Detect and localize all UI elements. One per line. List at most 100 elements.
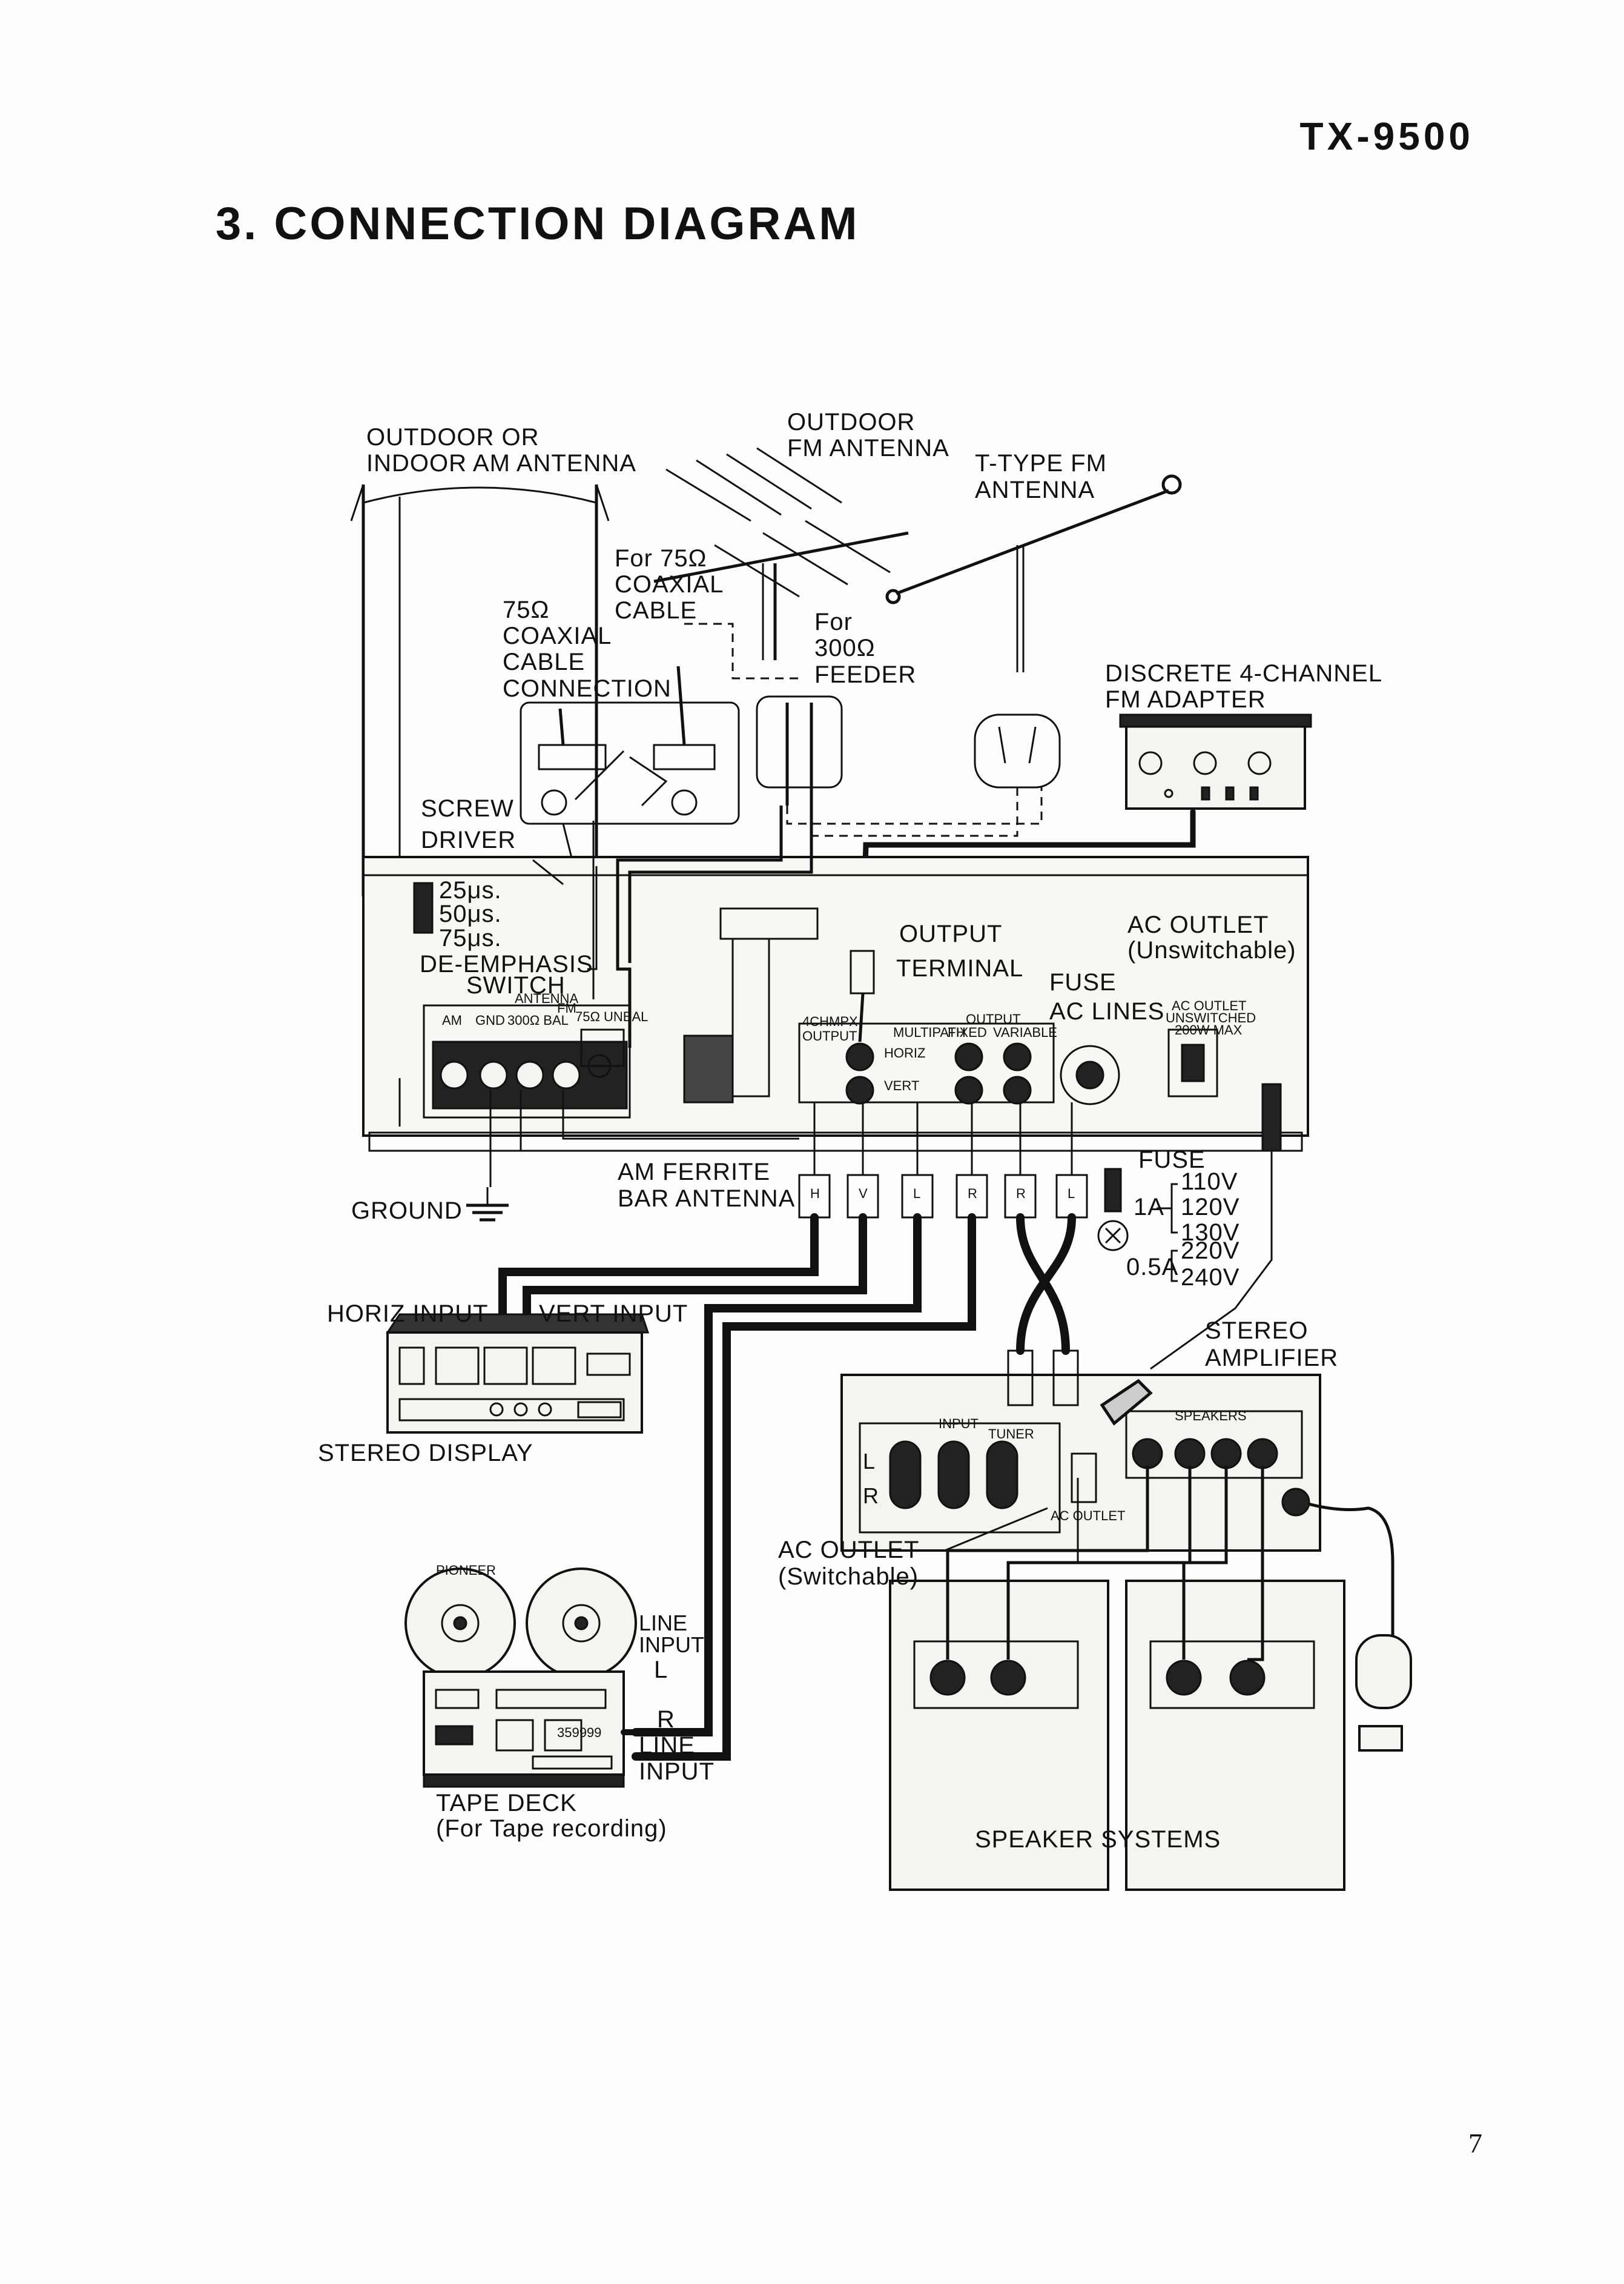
panel-label-variable: VARIABLE [993, 1025, 1057, 1040]
label-line-in-l-1: LINE [639, 1610, 687, 1635]
label-tape-2: (For Tape recording) [436, 1815, 667, 1842]
label-acout-sw-1: AC OUTLET [778, 1537, 919, 1563]
tape-deck [404, 1567, 639, 1788]
plug-label-r2: R [1016, 1186, 1026, 1201]
label-fuse-05a: 0.5A [1126, 1254, 1178, 1280]
label-aclines: AC LINES [1049, 998, 1164, 1025]
panel-label-vert: VERT [884, 1078, 919, 1093]
amp-label-input: INPUT [939, 1416, 979, 1431]
amp-label-speakers: SPEAKERS [1175, 1408, 1247, 1423]
label-ferrite-2: BAR ANTENNA [618, 1185, 795, 1212]
panel-label-acout-1: AC OUTLET [1172, 998, 1246, 1013]
page-title: 3. CONNECTION DIAGRAM [216, 198, 860, 250]
label-line-in-r-2: LINE [639, 1732, 695, 1759]
panel-label-fm: FM [557, 1001, 576, 1016]
panel-label-300: 300Ω BAL [507, 1013, 569, 1028]
label-fuse-130: 130V [1181, 1219, 1239, 1246]
label-fuse-1a: 1A [1134, 1194, 1164, 1220]
label-for75-2: COAXIAL [615, 571, 724, 598]
panel-label-acout-3: 200W MAX [1175, 1022, 1243, 1038]
label-screw-1: SCREW [421, 795, 514, 822]
label-am-antenna-1: OUTDOOR OR [366, 424, 540, 451]
label-ttype-1: T-TYPE FM [975, 450, 1107, 477]
panel-label-4ch: 4CHMPX [802, 1014, 858, 1029]
amp-label-l: L [863, 1449, 875, 1474]
antenna-wires [398, 806, 813, 1187]
label-stereo-amp-1: STEREO [1205, 1317, 1308, 1344]
t-type-fm-antenna [885, 474, 1182, 672]
label-deemph-1: 25μs. [439, 877, 502, 904]
label-speakers: SPEAKER SYSTEMS [975, 1826, 1221, 1853]
label-deemph-4: DE-EMPHASIS [420, 951, 593, 978]
outdoor-fm-antenna [653, 447, 909, 660]
label-line-in-l-3: L [654, 1657, 668, 1683]
panel-label-acout-2: UNSWITCHED [1166, 1010, 1256, 1025]
label-deemph-5: SWITCH [466, 972, 566, 999]
label-ferrite-1: AM FERRITE [618, 1159, 770, 1185]
panel-label-fixed: FIXED [948, 1025, 987, 1040]
label-fuse-120: 120V [1181, 1194, 1239, 1220]
page-number: 7 [1468, 2128, 1482, 2159]
label-acout-2: (Unswitchable) [1127, 937, 1296, 964]
label-line-in-r-3: INPUT [639, 1758, 715, 1785]
signal-cables [498, 1213, 1076, 1761]
label-stereo-display: STEREO DISPLAY [318, 1440, 533, 1466]
model-number: TX-9500 [1299, 114, 1474, 158]
label-for75-3: CABLE [615, 597, 697, 624]
label-screw-2: DRIVER [421, 827, 516, 853]
stereo-display-unit [386, 1313, 650, 1434]
plug-label-h: H [810, 1186, 820, 1201]
label-ground: GROUND [351, 1197, 463, 1224]
panel-label-antenna: ANTENNA [515, 991, 578, 1006]
label-coax-3: CABLE [503, 649, 585, 675]
plug-label-l1: L [913, 1186, 920, 1201]
label-coax-1: 75Ω [503, 597, 549, 623]
panel-label-output: OUTPUT [966, 1011, 1020, 1027]
amp-label-acout: AC OUTLET [1051, 1508, 1125, 1523]
label-output-2: TERMINAL [896, 955, 1023, 982]
label-adapter-2: FM ADAPTER [1105, 686, 1266, 713]
rca-plugs [798, 1083, 1282, 1370]
label-fm-antenna-1: OUTDOOR [787, 409, 915, 435]
tape-brand-logo: PIONEER [436, 1563, 496, 1578]
label-acout-1: AC OUTLET [1127, 912, 1269, 938]
label-fm-antenna-2: FM ANTENNA [787, 435, 949, 462]
panel-label-4ch-out: OUTPUT [802, 1028, 857, 1044]
label-for300-1: For [814, 609, 853, 635]
label-vert-input: VERT INPUT [539, 1300, 688, 1327]
coax-connection-inset [520, 666, 740, 873]
label-tape-1: TAPE DECK [436, 1790, 577, 1816]
ground-symbol [466, 1187, 509, 1222]
label-fuse-240: 240V [1181, 1264, 1239, 1291]
panel-label-75: 75Ω UNBAL [575, 1009, 648, 1024]
panel-label-gnd: GND [475, 1013, 505, 1028]
label-output-1: OUTPUT [899, 921, 1002, 947]
panel-label-am: AM [442, 1013, 462, 1028]
amp-label-r: R [863, 1483, 879, 1508]
label-adapter-1: DISCRETE 4-CHANNEL [1105, 660, 1382, 687]
label-deemph-3: 75μs. [439, 925, 502, 952]
label-fuse-top: FUSE [1049, 969, 1117, 996]
label-fuse-110: 110V [1181, 1168, 1238, 1195]
label-coax-2: COAXIAL [503, 623, 612, 649]
label-line-in-l-2: INPUT [639, 1632, 704, 1657]
label-stereo-amp-2: AMPLIFIER [1205, 1345, 1338, 1371]
label-horiz-input: HORIZ INPUT [327, 1300, 489, 1327]
plug-label-v: V [859, 1186, 868, 1201]
panel-label-horiz: HORIZ [884, 1045, 925, 1061]
speaker-systems [889, 1466, 1345, 1891]
label-deemph-2: 50μs. [439, 901, 502, 927]
label-fuse-220: 220V [1181, 1237, 1239, 1264]
label-for75-1: For 75Ω [615, 545, 707, 572]
plug-label-l2: L [1068, 1186, 1075, 1201]
label-am-antenna-2: INDOOR AM ANTENNA [366, 450, 636, 477]
label-acout-sw-2: (Switchable) [778, 1563, 919, 1590]
plug-label-r1: R [968, 1186, 977, 1201]
tape-counter: 359999 [557, 1725, 601, 1740]
label-ttype-2: ANTENNA [975, 477, 1095, 503]
panel-label-multipath: MULTIPATH [893, 1025, 966, 1040]
label-for300-2: 300Ω [814, 635, 876, 661]
label-fuse: FUSE [1138, 1147, 1206, 1173]
label-coax-4: CONNECTION [503, 675, 672, 702]
